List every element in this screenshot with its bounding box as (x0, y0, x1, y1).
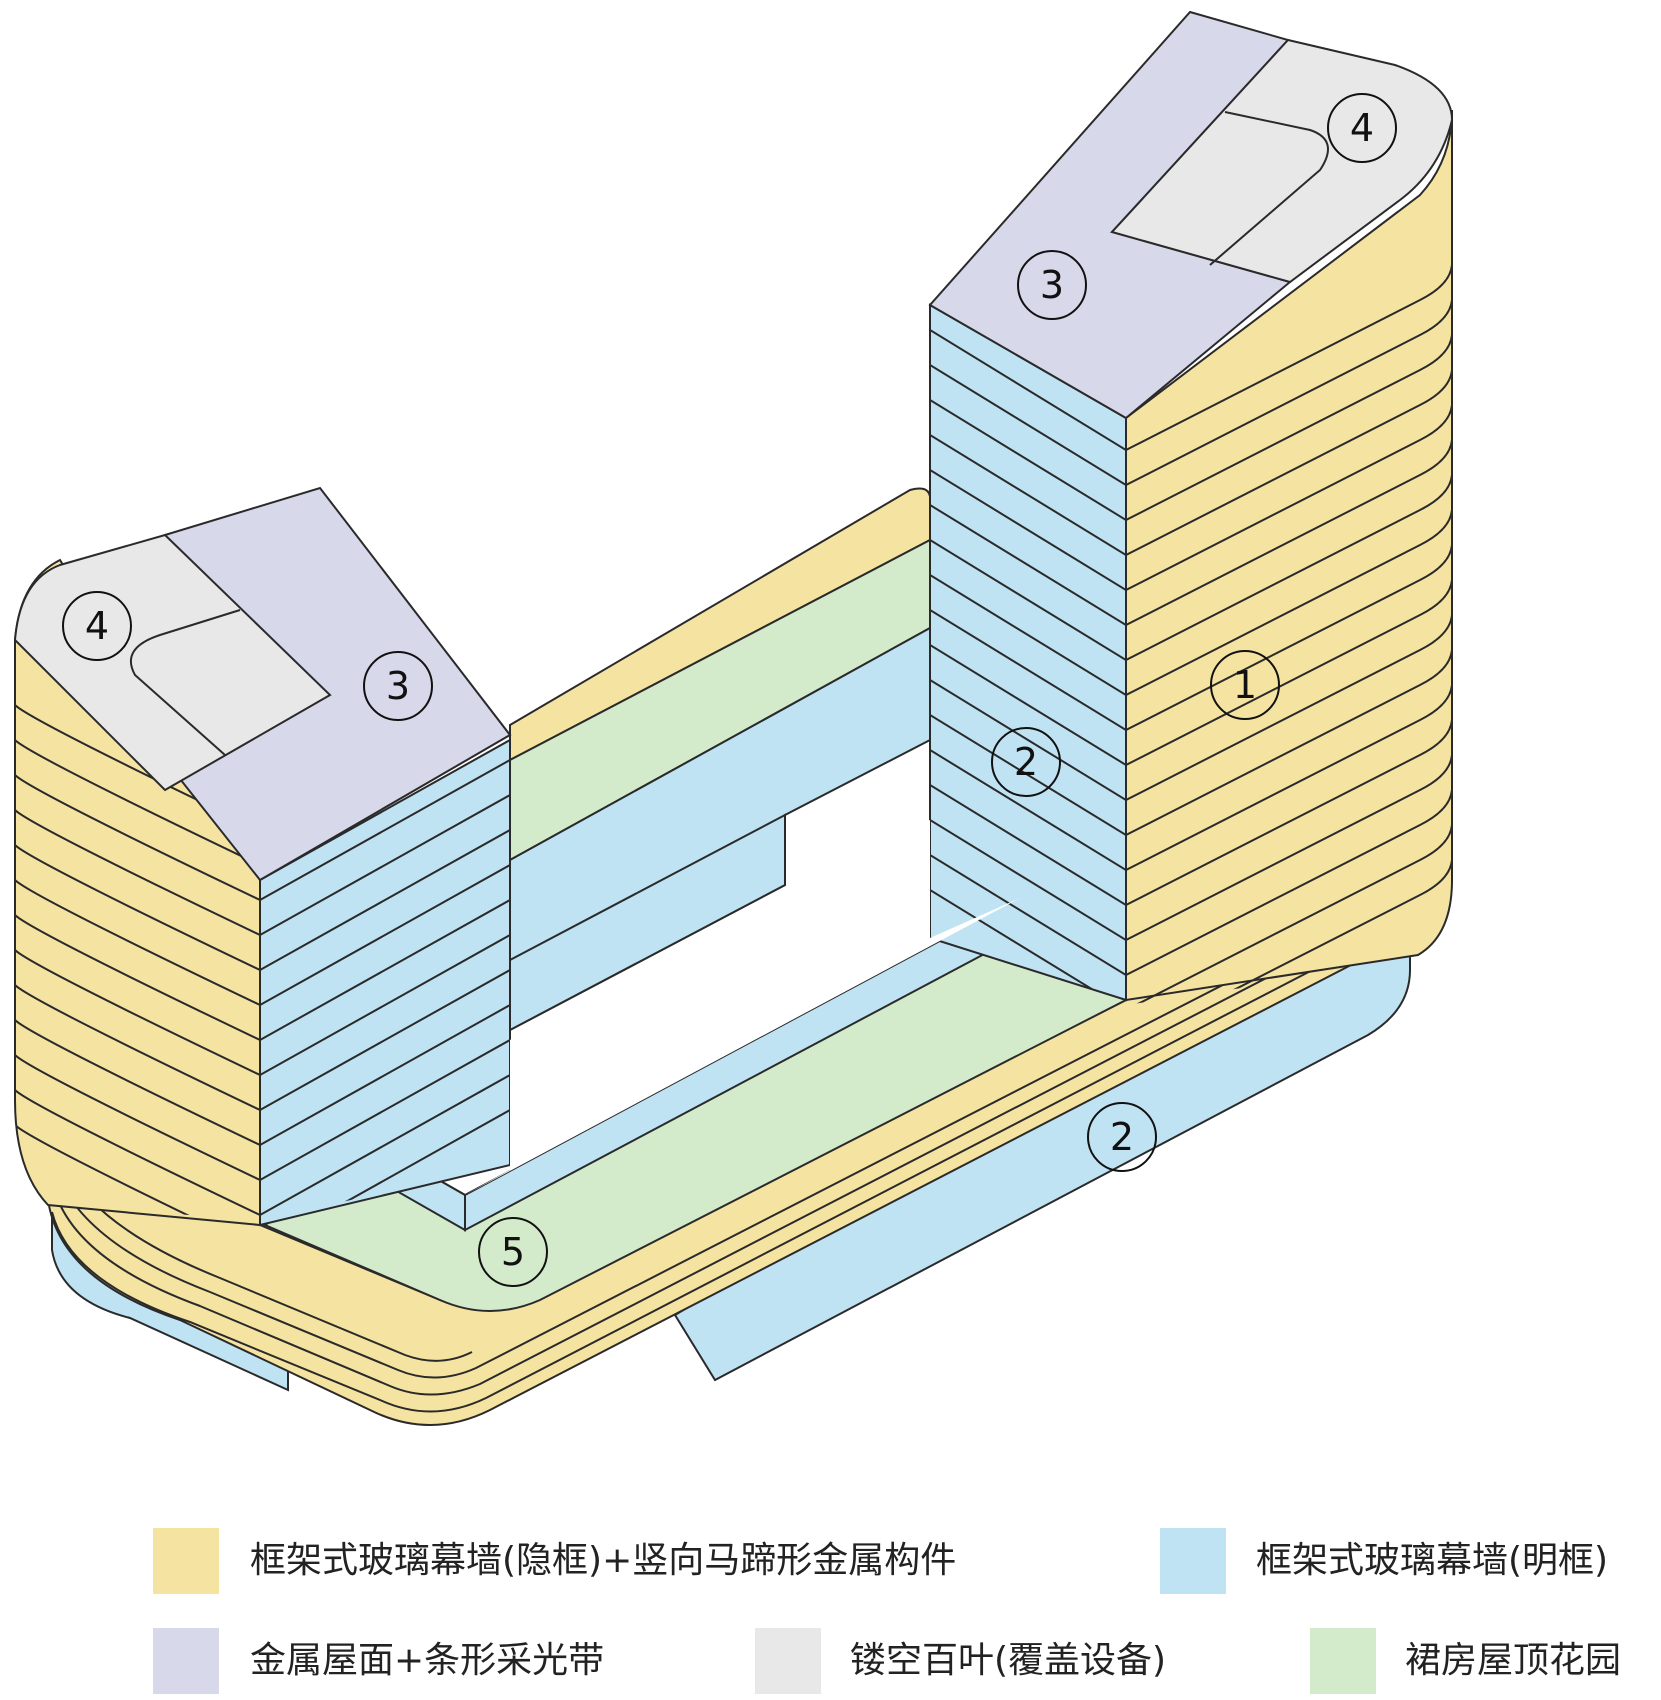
right-tower-front-glass (929, 303, 1127, 1002)
left-tower-louver-roof (13, 533, 332, 792)
callout-right-side: 1 (1210, 650, 1280, 720)
callout-right-top: 4 (1327, 93, 1397, 163)
svg-text:1: 1 (1233, 663, 1257, 707)
svg-text:4: 4 (1350, 106, 1374, 150)
left-tower-louver-outline (130, 609, 241, 756)
right-tower-louver-outline (1209, 111, 1329, 266)
podium-base-glass-right (673, 928, 1411, 1382)
svg-text:5: 5 (501, 1230, 525, 1274)
callout-podium-front: 2 (1087, 1102, 1157, 1172)
courtyard-void (465, 820, 1020, 1195)
svg-text:3: 3 (386, 664, 410, 708)
svg-text:2: 2 (1110, 1115, 1134, 1159)
left-tower-yellow-bands (15, 704, 260, 1220)
right-tower-yellow-bands (1126, 264, 1452, 1005)
left-tower-glass-diagonals (260, 759, 510, 1220)
callout-right-roof: 3 (1017, 250, 1087, 320)
right-tower-louver-roof (1110, 38, 1454, 284)
callout-left-top: 4 (62, 591, 132, 661)
callout-left-roof: 3 (363, 651, 433, 721)
svg-text:4: 4 (85, 604, 109, 648)
right-tower-glass-diagonals (930, 329, 1126, 1000)
callout-courtyard: 5 (478, 1217, 548, 1287)
right-tower-side-yellow (1125, 109, 1453, 1002)
svg-text:2: 2 (1014, 740, 1038, 784)
callout-right-front: 2 (991, 727, 1061, 797)
svg-text:3: 3 (1040, 263, 1064, 307)
